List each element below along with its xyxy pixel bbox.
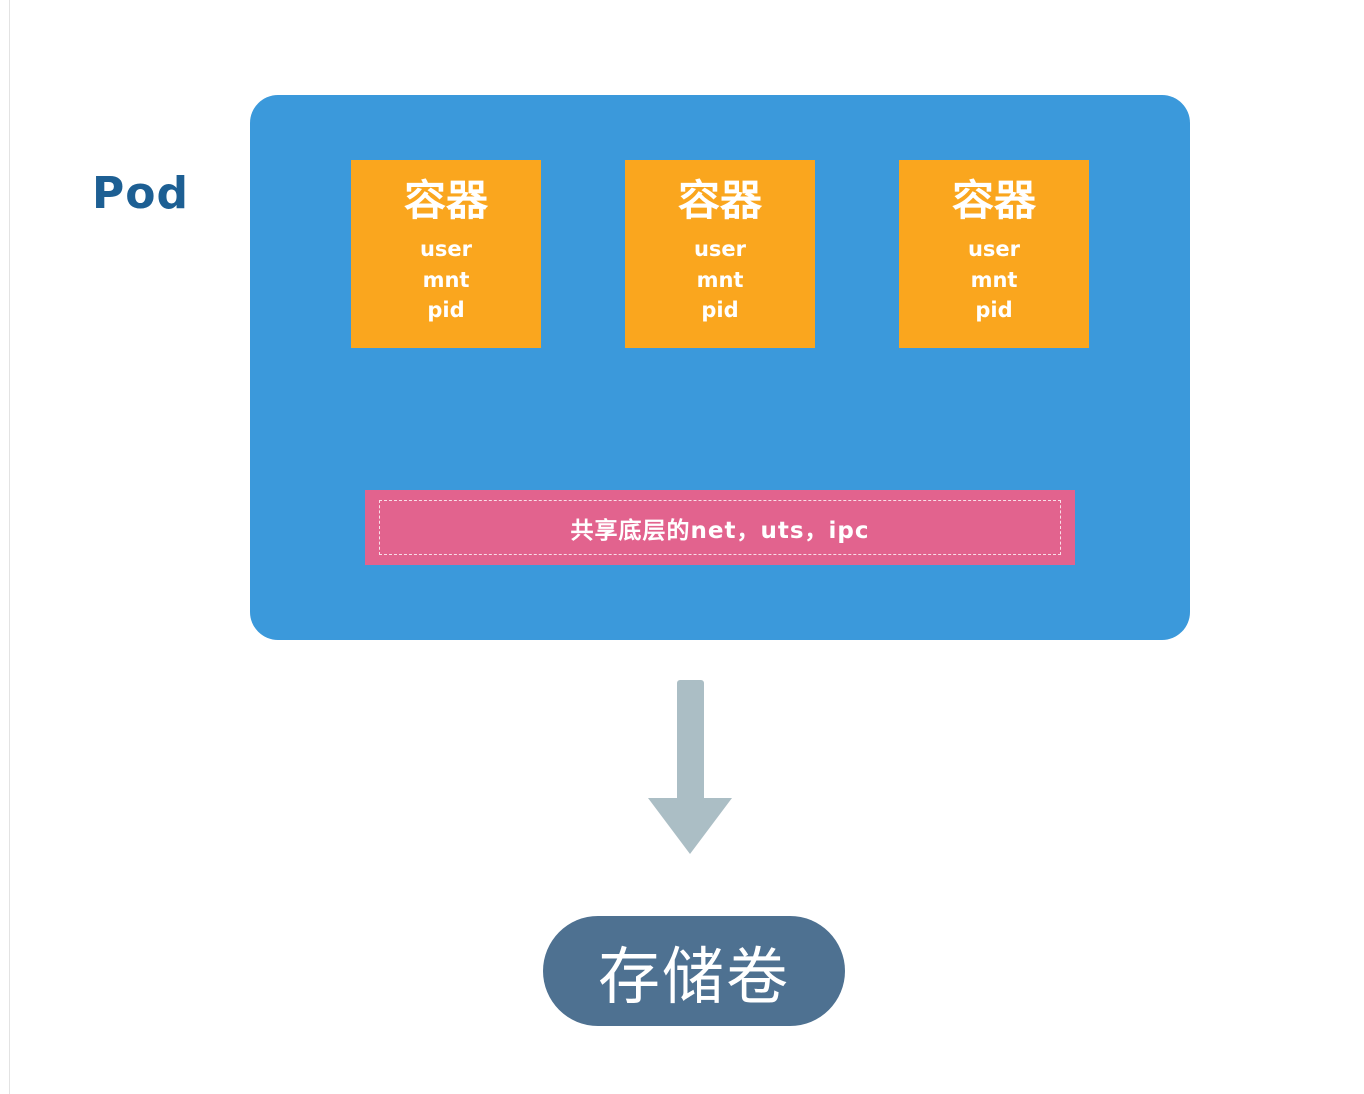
container-box-3: 容器 user mnt pid [899,160,1089,348]
container-title: 容器 [951,176,1036,225]
storage-volume-pill: 存储卷 [543,916,845,1026]
container-box-2: 容器 user mnt pid [625,160,815,348]
shared-namespaces-bar: 共享底层的net，uts，ipc [365,490,1075,565]
namespace-mnt: mnt [970,267,1018,292]
arrow-shaft [676,680,704,798]
container-title: 容器 [677,176,762,225]
containers-row: 容器 user mnt pid 容器 user mnt pid 容器 user [250,160,1190,348]
container-namespaces: user mnt pid [420,234,472,325]
container-namespaces: user mnt pid [968,234,1020,325]
namespace-mnt: mnt [696,267,744,292]
shared-namespaces-label: 共享底层的net，uts，ipc [570,517,870,544]
shared-namespaces-dashed-border: 共享底层的net，uts，ipc [379,500,1061,555]
namespace-user: user [419,237,473,262]
pod-label: Pod [92,168,189,219]
arrow-head [648,798,732,854]
pod-box: 容器 user mnt pid 容器 user mnt pid 容器 user [250,95,1190,640]
namespace-mnt: mnt [422,267,470,292]
container-namespaces: user mnt pid [694,234,746,325]
down-arrow-icon [648,680,732,854]
namespace-pid: pid [975,298,1013,323]
namespace-pid: pid [427,298,465,323]
left-border-line [9,0,10,1094]
namespace-user: user [693,237,747,262]
namespace-user: user [967,237,1021,262]
namespace-pid: pid [701,298,739,323]
container-title: 容器 [403,176,488,225]
container-box-1: 容器 user mnt pid [351,160,541,348]
storage-volume-label: 存储卷 [597,940,790,1013]
